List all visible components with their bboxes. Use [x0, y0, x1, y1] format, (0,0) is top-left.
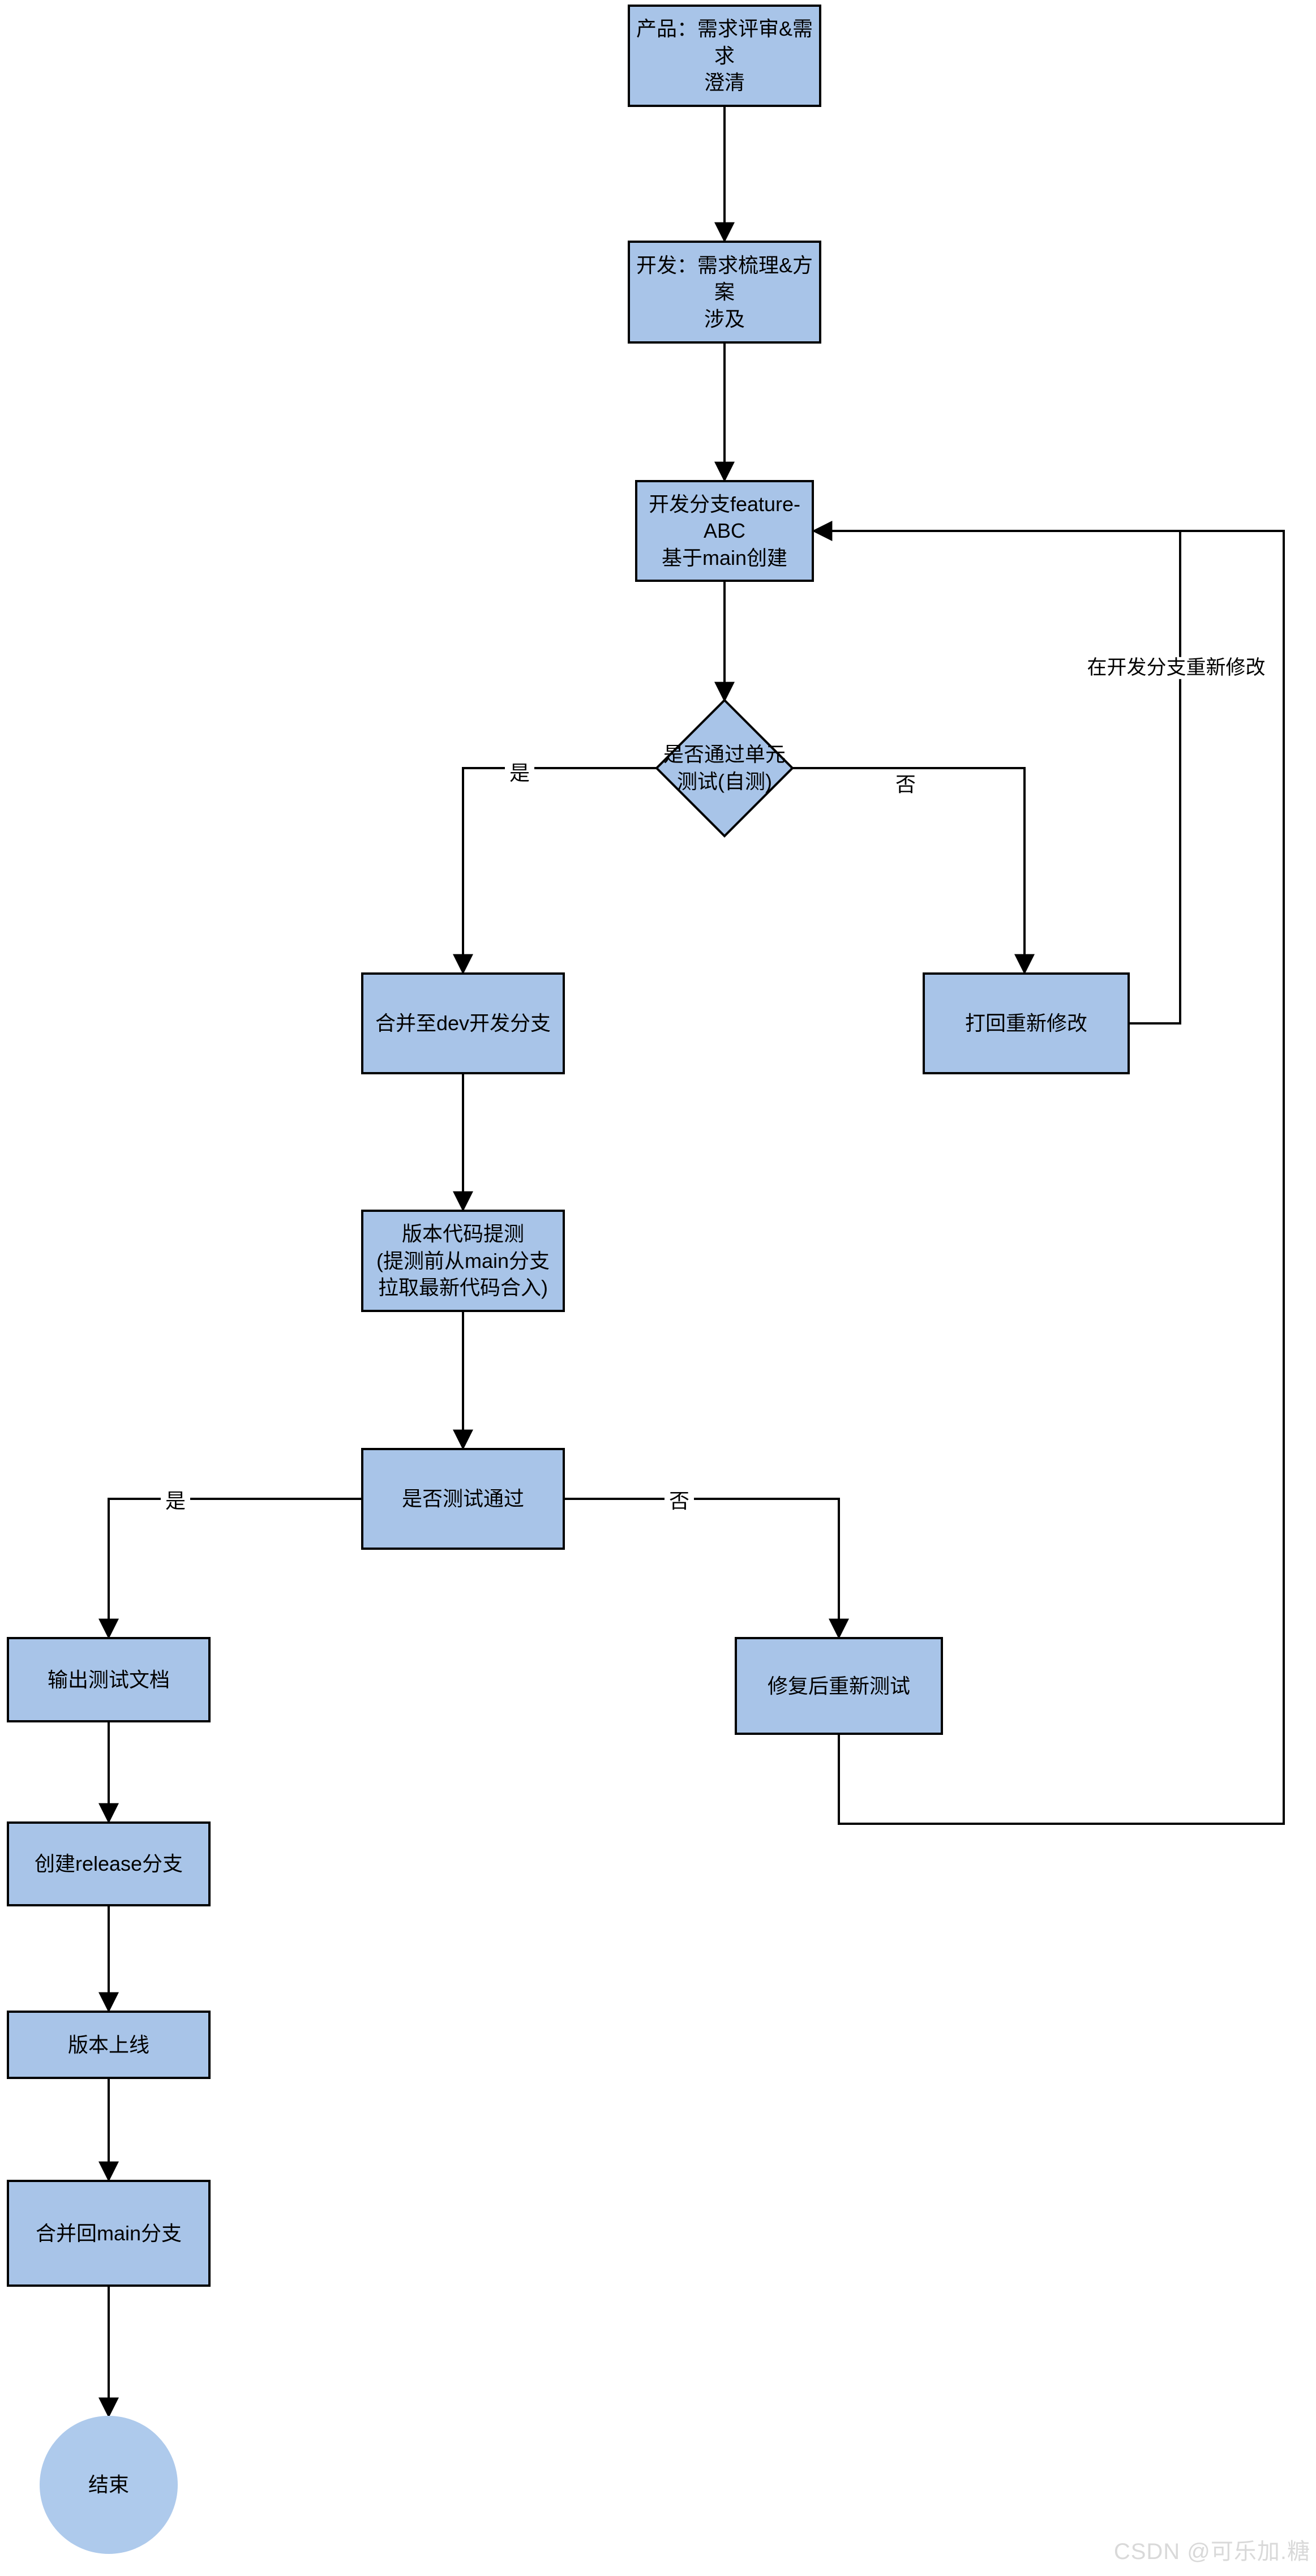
edge-label-rework-note: 在开发分支重新修改 — [1082, 657, 1270, 679]
edge-decision-no-to-sentback — [792, 767, 1035, 975]
node-product-review: 产品：需求评审&需求 澄清 — [628, 5, 821, 107]
node-fix-retest: 修复后重新测试 — [735, 1637, 943, 1735]
edge-decision-yes-to-mergedev — [453, 767, 657, 975]
node-sent-back-fix: 打回重新修改 — [923, 972, 1130, 1074]
node-unit-test-decision-label: 是否通过单元 测试(自测) — [663, 743, 786, 793]
node-submit-for-test: 版本代码提测 (提测前从main分支 拉取最新代码合入) — [361, 1210, 565, 1312]
edge-label-unit-test-no: 否 — [890, 773, 921, 796]
node-feature-branch: 开发分支feature-ABC 基于main创建 — [635, 480, 814, 582]
edge-label-unit-test-yes: 是 — [504, 762, 535, 785]
node-output-test-doc: 输出测试文档 — [7, 1637, 211, 1722]
node-create-release-branch: 创建release分支 — [7, 1821, 211, 1906]
node-dev-plan: 开发：需求梳理&方案 涉及 — [628, 241, 821, 344]
edge-sentback-feedback-join — [1130, 531, 1181, 1025]
edge-testpass-yes-to-outputdoc — [98, 1498, 361, 1639]
node-merge-to-dev: 合并至dev开发分支 — [361, 972, 565, 1074]
csdn-watermark: CSDN @可乐加.糖 — [1113, 2539, 1310, 2564]
node-test-pass-decision: 是否测试通过 — [361, 1448, 565, 1550]
node-merge-back-main: 合并回main分支 — [7, 2180, 211, 2287]
decision-unit-test-shape — [655, 698, 794, 838]
edge-testpass-no-to-fixretest — [565, 1498, 849, 1639]
edge-label-test-pass-no: 否 — [664, 1490, 695, 1512]
edge-fixretest-loop-to-feature — [812, 521, 1285, 1825]
edge-label-test-pass-yes: 是 — [160, 1490, 191, 1512]
node-end: 结束 — [40, 2416, 178, 2554]
node-version-go-live: 版本上线 — [7, 2011, 211, 2079]
